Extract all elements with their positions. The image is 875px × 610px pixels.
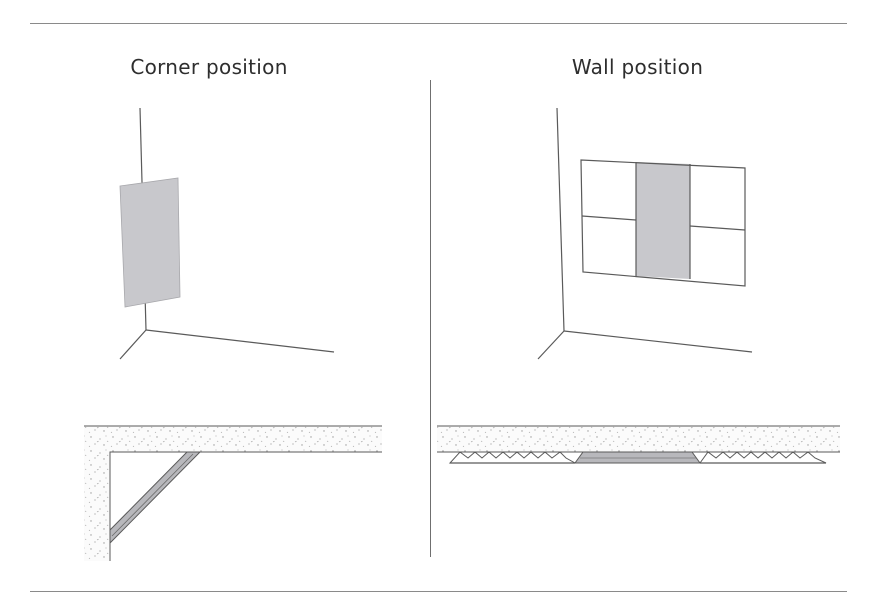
corner-position-title: Corner position	[130, 55, 288, 79]
corner-section-drawing	[84, 425, 382, 561]
top-rule	[30, 23, 847, 24]
corner-perspective-drawing	[119, 107, 335, 360]
corner-profile	[109, 451, 202, 545]
corner-panel	[119, 177, 181, 308]
wall-panel	[636, 162, 690, 279]
wall-section-drawing	[437, 425, 840, 464]
bottom-rule	[30, 591, 847, 592]
wall-perspective-drawing	[537, 107, 753, 360]
wall-position-title: Wall position	[571, 55, 704, 79]
wall-profile	[574, 451, 701, 464]
panel-divider	[430, 80, 431, 557]
